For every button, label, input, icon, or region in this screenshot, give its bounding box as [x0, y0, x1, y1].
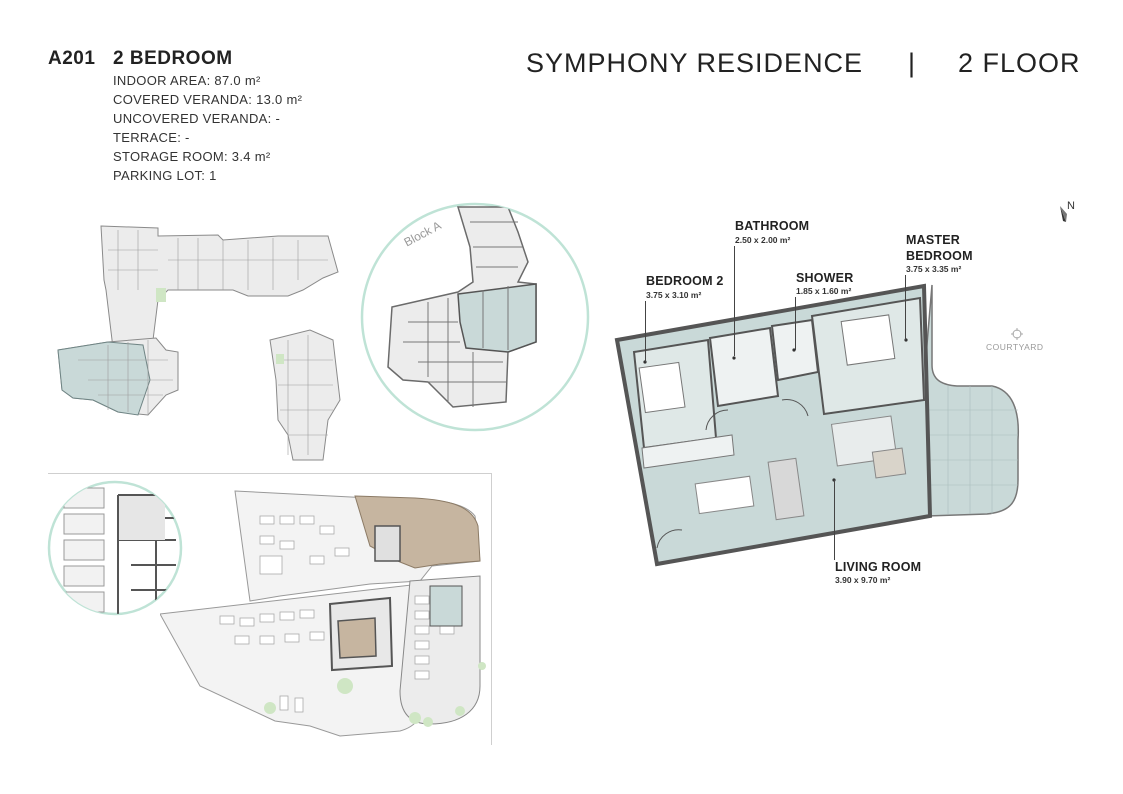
room-dims-living-room: 3.90 x 9.70 m² [835, 575, 891, 585]
apartment-floor-plan [614, 283, 1020, 567]
title-separator: | [908, 48, 916, 78]
block-a-zoom-circle: Block A [360, 202, 590, 432]
room-name-shower: SHOWER [796, 271, 854, 285]
parking-zoom-circle [47, 480, 183, 616]
leader-living-room [834, 480, 835, 560]
courtyard-icon [1011, 328, 1023, 340]
room-dims-master-bedroom: 3.75 x 3.35 m² [906, 264, 962, 274]
section-divider-horizontal [48, 473, 491, 474]
spec-uncovered-veranda: UNCOVERED VERANDA: - [113, 111, 281, 126]
north-arrow-icon [1060, 206, 1067, 222]
room-name-bathroom: BATHROOM [735, 219, 810, 233]
leader-bathroom [734, 246, 735, 356]
leader-master-bedroom [905, 275, 906, 340]
courtyard-label: COURTYARD [986, 342, 1044, 352]
site-plan [160, 490, 486, 737]
unit-type: 2 BEDROOM [113, 48, 233, 69]
leader-shower [795, 297, 796, 350]
room-name-master-bedroom-line2: BEDROOM [906, 249, 973, 263]
spec-covered-veranda: COVERED VERANDA: 13.0 m² [113, 92, 303, 107]
spec-indoor-area: INDOOR AREA: 87.0 m² [113, 73, 261, 88]
compass-label: N [1067, 200, 1075, 212]
project-title: SYMPHONY RESIDENCE [526, 48, 864, 78]
spec-terrace: TERRACE: - [113, 130, 190, 145]
leader-bedroom-2 [645, 301, 646, 362]
building-key-plan [57, 225, 341, 461]
spec-parking-lot: PARKING LOT: 1 [113, 168, 217, 183]
section-divider-vertical [491, 473, 492, 745]
room-dims-bathroom: 2.50 x 2.00 m² [735, 235, 791, 245]
room-name-bedroom-2: BEDROOM 2 [646, 274, 724, 288]
room-dims-bedroom-2: 3.75 x 3.10 m² [646, 290, 702, 300]
unit-specs-list: INDOOR AREA: 87.0 m² COVERED VERANDA: 13… [113, 71, 302, 185]
room-dims-shower: 1.85 x 1.60 m² [796, 286, 852, 296]
floor-label: 2 FLOOR [958, 48, 1081, 78]
room-name-living-room: LIVING ROOM [835, 560, 922, 574]
room-name-master-bedroom-line1: MASTER [906, 233, 960, 247]
unit-code: A201 [48, 48, 96, 69]
spec-storage-room: STORAGE ROOM: 3.4 m² [113, 149, 271, 164]
